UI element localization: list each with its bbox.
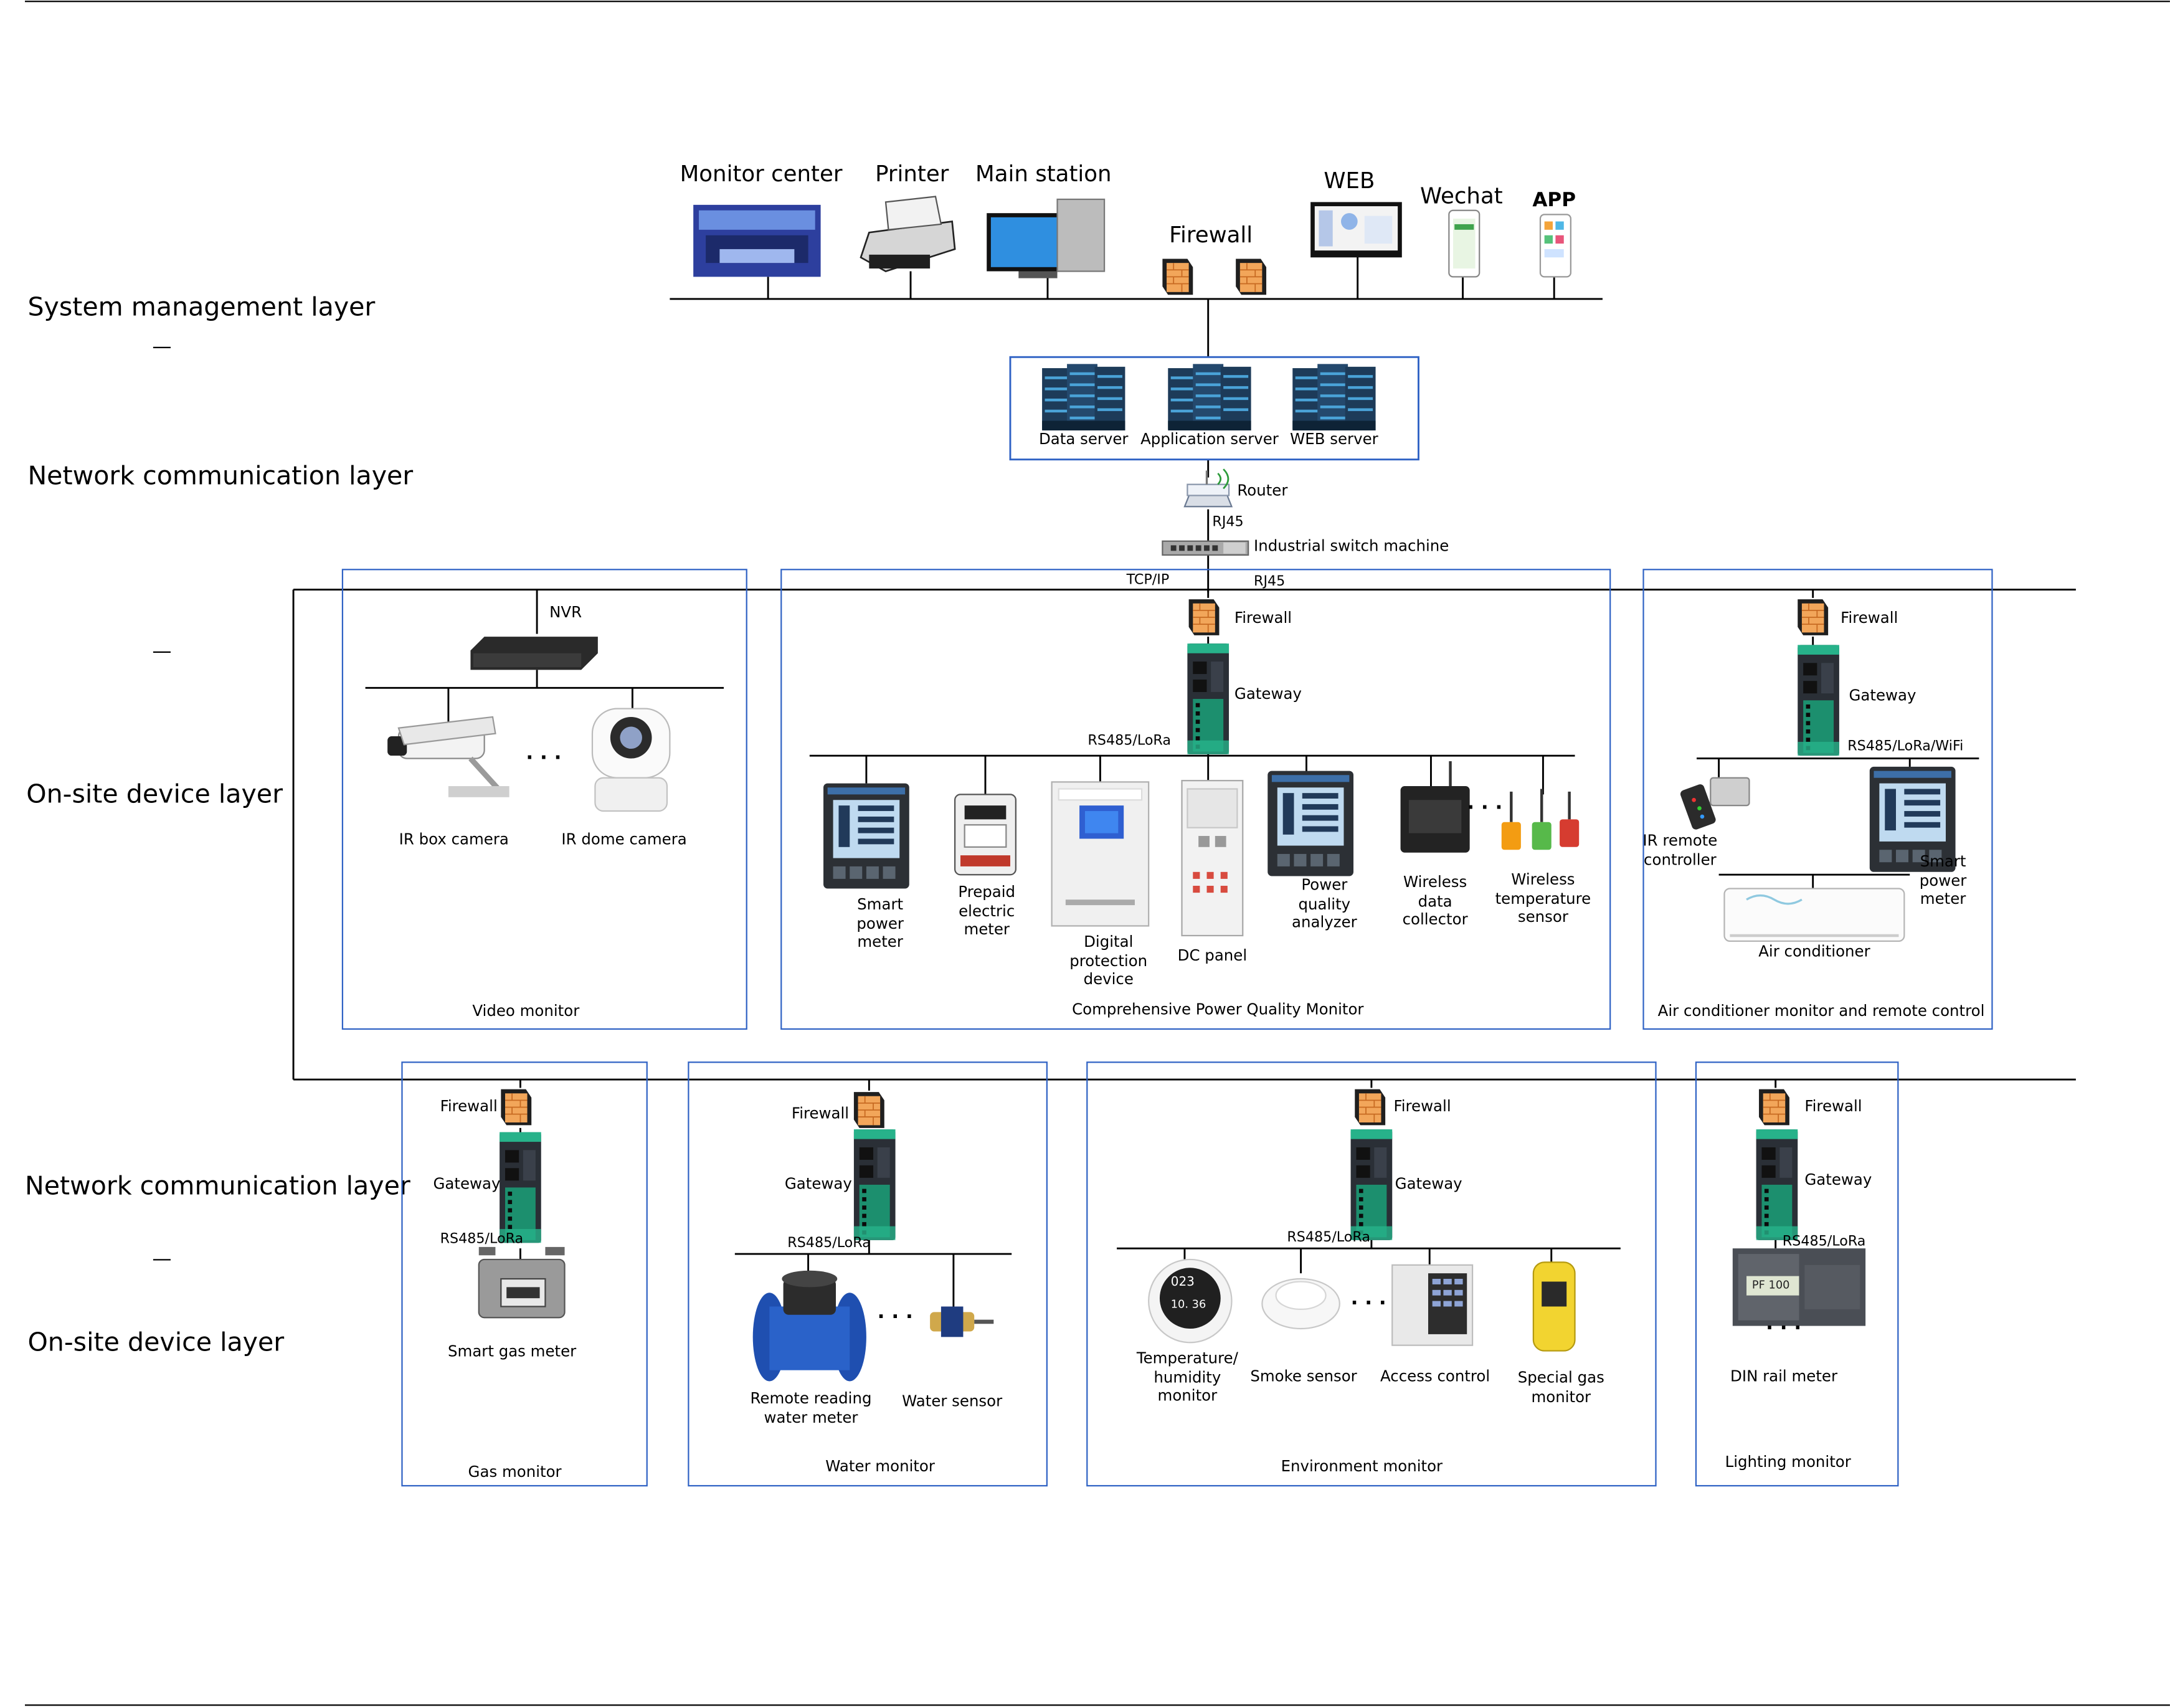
water-sensor-label: Water sensor: [902, 1392, 1003, 1411]
ellipsis: · · ·: [1766, 1317, 1802, 1340]
firewall-label: Firewall: [1804, 1097, 1862, 1116]
smoke-sensor-label: Smoke sensor: [1250, 1367, 1357, 1386]
smart-power-meter-label: Smart power meter: [1919, 852, 1967, 908]
temp-humidity-label: Temperature/ humidity monitor: [1136, 1349, 1238, 1405]
gateway-label: Gateway: [1395, 1175, 1462, 1193]
bus-label: RS485/LoRa: [787, 1236, 871, 1251]
firewall-label: Firewall: [1169, 221, 1253, 248]
ellipsis: · · ·: [1350, 1293, 1386, 1315]
aircon-title: Air conditioner monitor and remote contr…: [1657, 1002, 1985, 1020]
layer-on-site-device: On-site device layer: [26, 780, 283, 810]
gateway-label: Gateway: [1234, 685, 1302, 703]
dc-panel-label: DC panel: [1177, 946, 1248, 965]
video-monitor-title: Video monitor: [472, 1002, 580, 1020]
bus-label: RS485/LoRa/WiFi: [1847, 739, 1964, 754]
wireless-collector-label: Wireless data collector: [1402, 873, 1468, 929]
bus-label: RS485/LoRa: [1087, 733, 1172, 749]
ellipsis: · · ·: [877, 1306, 913, 1329]
lighting-monitor-title: Lighting monitor: [1725, 1453, 1851, 1471]
firewall-label: Firewall: [440, 1097, 498, 1116]
firewall-label: Firewall: [1393, 1097, 1451, 1116]
layer-network-communication: Network communication layer: [27, 462, 414, 491]
switch-label: Industrial switch machine: [1254, 537, 1449, 555]
web-label: WEB: [1324, 167, 1375, 194]
ir-box-camera-label: IR box camera: [399, 830, 509, 849]
router-label: Router: [1237, 482, 1288, 500]
data-server-label: Data server: [1038, 430, 1129, 448]
firewall-label: Firewall: [1841, 609, 1898, 627]
layer-system-management: System management layer: [27, 293, 376, 323]
din-meter-display: PF 100: [1751, 1279, 1790, 1292]
gateway-label: Gateway: [433, 1175, 501, 1193]
firewall-label: Firewall: [791, 1104, 850, 1122]
bus-label: RS485/LoRa: [440, 1231, 524, 1247]
gateway-label: Gateway: [784, 1175, 852, 1193]
tcp-ip-label: TCP/IP: [1126, 572, 1170, 589]
bus-label: RS485/LoRa: [1287, 1230, 1370, 1246]
application-server-label: Application server: [1140, 430, 1279, 448]
nvr-label: NVR: [549, 603, 582, 622]
din-meter-label: DIN rail meter: [1730, 1367, 1838, 1386]
digital-protection-label: Digital protection device: [1069, 932, 1148, 989]
rj45-label: RJ45: [1254, 574, 1286, 590]
app-label: APP: [1532, 189, 1576, 212]
printer-label: Printer: [875, 160, 949, 187]
access-control-label: Access control: [1380, 1367, 1490, 1386]
ellipsis: · · ·: [526, 747, 562, 770]
gateway-label: Gateway: [1849, 686, 1917, 705]
web-server-label: WEB server: [1290, 430, 1378, 448]
wechat-label: Wechat: [1419, 183, 1503, 209]
gateway-label: Gateway: [1804, 1170, 1872, 1189]
layer-divider: —: [152, 1248, 172, 1271]
layer-on-site-device-2: On-site device layer: [27, 1329, 285, 1358]
lighting-monitor-box: [1695, 1061, 1899, 1487]
air-conditioner-label: Air conditioner: [1758, 942, 1870, 961]
monitor-center-label: Monitor center: [680, 160, 843, 187]
aircon-box: [1642, 569, 1993, 1030]
temp-monitor-display: 10. 36: [1170, 1298, 1206, 1311]
special-gas-label: Special gas monitor: [1517, 1369, 1604, 1406]
bus-label: RS485/LoRa: [1782, 1234, 1866, 1250]
pq-analyzer-label: Power quality analyzer: [1292, 876, 1357, 932]
ir-dome-camera-label: IR dome camera: [561, 830, 687, 849]
video-monitor-box: [341, 569, 747, 1030]
layer-network-communication-2: Network communication layer: [24, 1172, 410, 1202]
layer-divider: —: [152, 336, 172, 359]
ir-remote-label: IR remote controller: [1642, 832, 1718, 869]
environment-monitor-title: Environment monitor: [1281, 1457, 1443, 1476]
gas-monitor-box: [401, 1061, 648, 1487]
main-station-label: Main station: [975, 160, 1112, 187]
remote-water-meter-label: Remote reading water meter: [750, 1389, 872, 1426]
layer-divider: —: [152, 640, 172, 663]
ellipsis: · · ·: [1467, 797, 1503, 820]
environment-monitor-box: [1086, 1061, 1657, 1487]
power-quality-title: Comprehensive Power Quality Monitor: [1072, 1000, 1364, 1019]
rj45-label: RJ45: [1212, 515, 1244, 530]
wireless-temp-label: Wireless temperature sensor: [1495, 870, 1591, 926]
prepaid-meter-label: Prepaid electric meter: [958, 883, 1016, 939]
firewall-label: Firewall: [1234, 609, 1292, 627]
smart-power-meter-label: Smart power meter: [856, 895, 904, 951]
water-monitor-title: Water monitor: [825, 1457, 935, 1476]
water-monitor-box: [688, 1061, 1048, 1487]
power-quality-box: [780, 569, 1611, 1030]
smart-gas-meter-label: Smart gas meter: [447, 1342, 577, 1361]
temp-monitor-display: 023: [1170, 1276, 1195, 1290]
gas-monitor-title: Gas monitor: [468, 1463, 562, 1481]
